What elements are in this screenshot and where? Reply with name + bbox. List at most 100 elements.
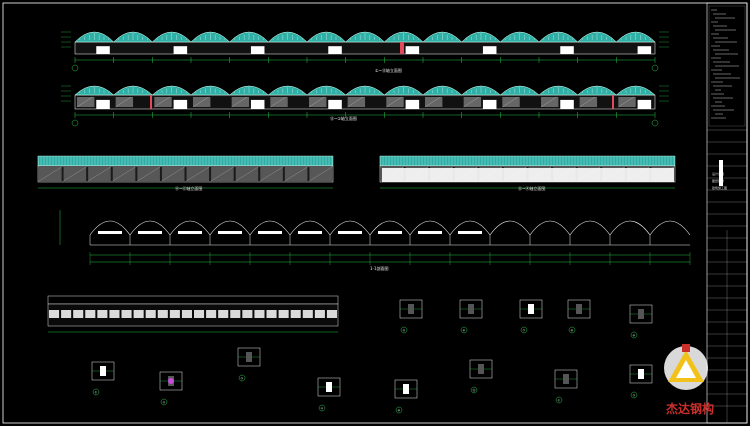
- lower-window: [242, 310, 253, 318]
- side-diagonal: [284, 166, 308, 182]
- detail-core: [468, 304, 474, 314]
- detail-number: ⑥: [463, 329, 466, 333]
- wall-panel: [425, 97, 443, 107]
- detail-core: [408, 304, 414, 314]
- title-block-stamp: [719, 160, 723, 186]
- detail-number: ⑨: [633, 334, 636, 338]
- section-label-box: [458, 231, 482, 234]
- detail-bubble: [568, 326, 576, 334]
- panel-diagonal: [347, 96, 364, 108]
- section-label-box: [258, 231, 282, 234]
- detail-bubble: [400, 326, 408, 334]
- lower-window: [85, 310, 96, 318]
- door: [96, 99, 110, 109]
- lower-window: [169, 310, 180, 318]
- detail-bubble: [630, 391, 638, 399]
- door: [250, 46, 265, 54]
- section-arch: [609, 220, 651, 236]
- panel-diagonal: [579, 96, 596, 108]
- detail-bubble: [160, 398, 168, 406]
- panel-diagonal: [386, 96, 402, 108]
- elevation-label-2: ⑬~①轴立面图: [330, 115, 357, 121]
- lower-window: [302, 310, 313, 318]
- section-arch: [649, 220, 691, 236]
- detail-number: ②: [163, 401, 166, 405]
- side-diagonal: [186, 166, 210, 182]
- side-roof: [379, 155, 676, 167]
- wall-panel: [309, 97, 327, 107]
- panel-diagonal: [192, 96, 209, 108]
- title-block-text: 建筑施工图: [712, 185, 727, 190]
- wall-panel: [347, 97, 366, 107]
- section-arch: [169, 220, 211, 236]
- axis-bubble: [71, 119, 79, 127]
- wall-panel: [193, 97, 211, 107]
- panel-diagonal: [618, 96, 634, 108]
- title-block-text: 设计说明: [712, 171, 724, 176]
- detail-number: ⑦: [523, 329, 526, 333]
- side-wall-white: [382, 168, 674, 182]
- detail-bubble: [92, 388, 100, 396]
- door: [560, 46, 574, 54]
- door: [405, 46, 420, 54]
- section-label-box: [178, 231, 202, 234]
- panel-diagonal: [424, 96, 441, 108]
- section-label: 1-1剖面图: [370, 265, 389, 271]
- lower-window: [49, 310, 60, 318]
- lower-window: [278, 310, 289, 318]
- section-arch: [369, 220, 411, 236]
- lower-window: [290, 310, 301, 318]
- lower-window: [218, 310, 229, 318]
- panel-diagonal: [502, 96, 518, 108]
- detail-bubble: [555, 396, 563, 404]
- wall-panel: [154, 97, 172, 107]
- door: [482, 46, 497, 54]
- section-label-box: [218, 231, 242, 234]
- side-wall: [37, 165, 334, 183]
- title-block-notes: [708, 5, 746, 127]
- section-label-box: [98, 231, 122, 234]
- section-arch: [409, 220, 451, 236]
- elevation-label-3: Ⓐ~Ⓖ轴立面图: [175, 185, 202, 191]
- detail-number: ①: [95, 391, 98, 395]
- panel-diagonal: [540, 96, 557, 108]
- section-arch: [329, 220, 371, 236]
- detail-core: [528, 304, 534, 314]
- detail-core: [403, 384, 409, 394]
- lower-window: [109, 310, 120, 318]
- section-arch: [249, 220, 291, 236]
- detail-number: ⑤: [403, 329, 406, 333]
- lower-window: [230, 310, 241, 318]
- section-arch: [89, 220, 131, 236]
- door: [482, 99, 497, 109]
- lower-window: [61, 310, 72, 318]
- side-diagonal: [161, 166, 185, 182]
- detail-core: [478, 364, 484, 374]
- detail-core: [576, 304, 582, 314]
- elevation-label-4: Ⓖ~Ⓐ轴立面图: [518, 185, 545, 191]
- lower-wall: [47, 303, 339, 327]
- door: [328, 99, 342, 109]
- detail-number: ⑪: [473, 388, 476, 393]
- section-label-box: [338, 231, 362, 234]
- accent-mark: [612, 95, 614, 109]
- side-roof: [37, 155, 334, 167]
- panel-diagonal: [270, 96, 286, 108]
- axis-bubble: [651, 119, 659, 127]
- section-arch: [569, 220, 611, 236]
- lower-window: [145, 310, 156, 318]
- title-block-text: 图纸目录: [712, 178, 724, 183]
- section-arch: [209, 220, 251, 236]
- door: [173, 46, 188, 54]
- side-diagonal: [63, 166, 87, 182]
- axis-bubble: [71, 64, 79, 72]
- company-logo: [656, 338, 716, 418]
- detail-bubble: [520, 326, 528, 334]
- section-arch: [449, 220, 491, 236]
- detail-core: [100, 366, 106, 376]
- wall-panel: [541, 97, 559, 107]
- wall-panel: [231, 97, 250, 107]
- detail-bubble: [318, 404, 326, 412]
- panel-diagonal: [463, 96, 480, 108]
- side-diagonal: [260, 166, 283, 182]
